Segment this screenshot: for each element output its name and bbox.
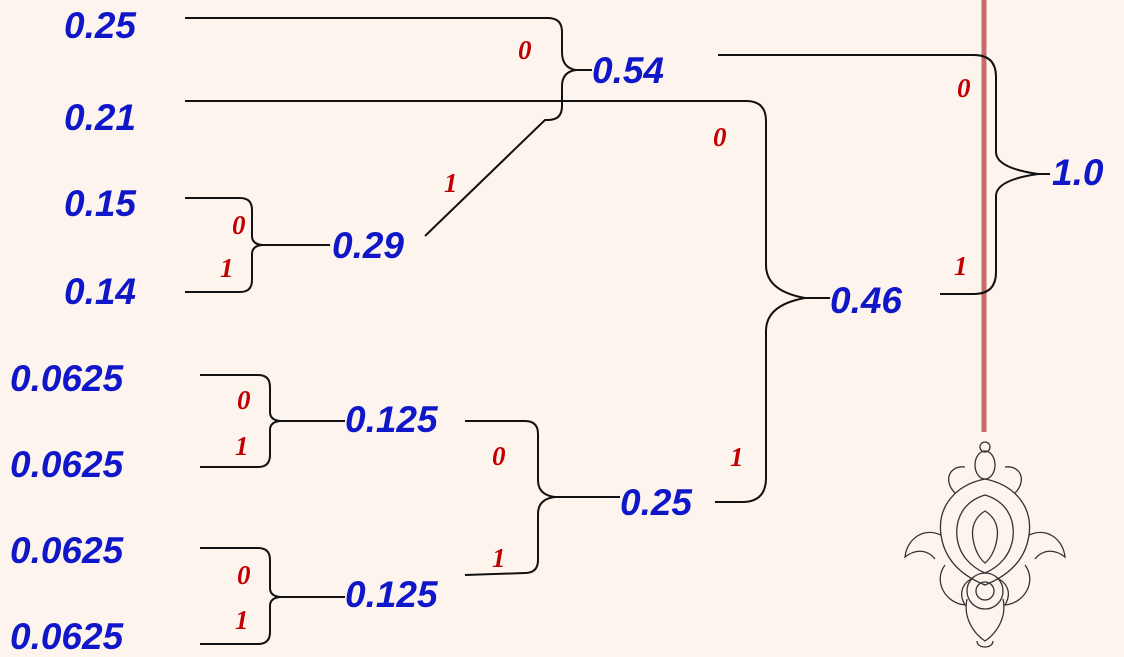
node-prob-054: 0.54 [592,50,665,91]
bit-label: 0 [237,385,251,415]
leaf-prob-2: 0.21 [64,97,137,138]
bit-label: 1 [444,168,458,198]
bit-label: 0 [492,441,506,471]
bit-label: 1 [235,605,249,635]
bit-label: 1 [220,253,234,283]
leaf-prob-3: 0.15 [64,183,137,224]
bit-label: 0 [518,35,532,65]
bit-label: 1 [492,543,506,573]
node-prob-046: 0.46 [830,280,903,321]
leaf-prob-6: 0.0625 [10,444,124,485]
bit-label: 0 [713,122,727,152]
bit-label: 1 [730,442,744,472]
node-prob-0125a: 0.125 [345,399,438,440]
leaf-prob-4: 0.14 [64,271,137,312]
leaf-prob-1: 0.25 [64,5,137,46]
bit-label: 1 [954,251,968,281]
leaf-prob-8: 0.0625 [10,616,124,657]
bit-label: 0 [237,560,251,590]
node-prob-0125b: 0.125 [345,574,438,615]
connector-025 [464,420,556,576]
node-prob-029: 0.29 [332,225,405,266]
node-prob-025: 0.25 [620,482,693,523]
connector-054 [185,17,577,237]
bit-label: 1 [235,431,249,461]
root-prob: 1.0 [1052,152,1104,193]
bit-label: 0 [232,210,246,240]
floral-ornament-icon [904,441,1066,648]
bit-label: 0 [957,73,971,103]
leaf-prob-7: 0.0625 [10,530,124,571]
leaf-prob-5: 0.0625 [10,358,124,399]
